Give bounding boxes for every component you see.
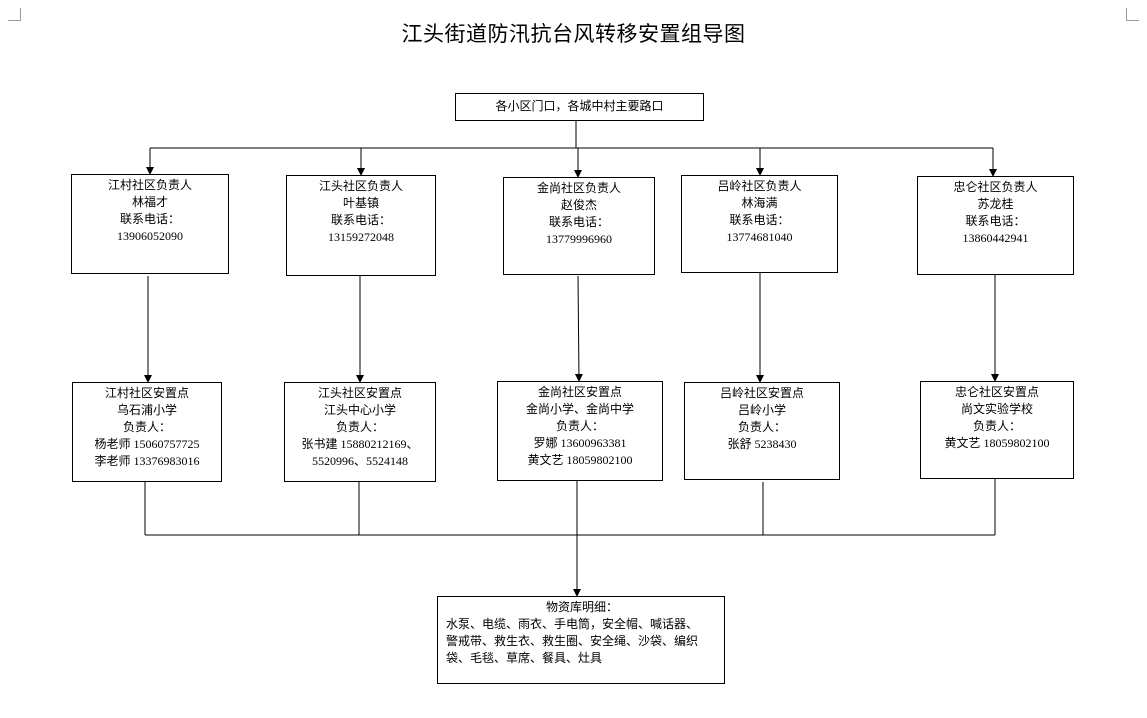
shelter-manager-label: 负责人：: [737, 420, 786, 434]
community-phone: 13906052090: [117, 229, 183, 243]
shelter-contact: 李老师 13376983016: [94, 454, 200, 468]
shelter-contact: 黄文艺 18059802100: [527, 453, 633, 467]
root-box: 各小区门口，各城中村主要路口: [455, 93, 704, 121]
shelter-title: 江村社区安置点: [104, 386, 189, 400]
community-box-lvling: 吕岭社区负责人 林海满 联系电话： 13774681040: [681, 175, 838, 273]
shelter-title: 忠仑社区安置点: [954, 385, 1039, 399]
shelter-contact: 罗娜 13600963381: [533, 436, 627, 450]
supplies-line: 警戒带、救生衣、救生圈、安全绳、沙袋、编织: [446, 634, 699, 648]
diagram-title: 江头街道防汛抗台风转移安置组导图: [401, 22, 746, 46]
community-heading: 吕岭社区负责人: [717, 179, 802, 193]
shelter-place: 金尚小学、金尚中学: [525, 402, 634, 416]
shelter-contact: 杨老师 15060757725: [94, 437, 200, 451]
community-heading: 江头社区负责人: [318, 179, 403, 193]
shelter-place: 尚文实验学校: [960, 402, 1033, 416]
community-person: 叶基镇: [342, 196, 379, 210]
community-phone: 13159272048: [328, 230, 394, 244]
community-phone: 13774681040: [726, 230, 793, 244]
community-phone: 13860442941: [962, 231, 1029, 245]
shelter-place: 吕岭小学: [737, 403, 786, 417]
shelter-title: 江头社区安置点: [317, 386, 402, 400]
community-heading: 忠仑社区负责人: [953, 180, 1038, 194]
community-heading: 金尚社区负责人: [536, 181, 621, 195]
shelter-place: 乌石浦小学: [116, 403, 177, 417]
community-box-jiangcun: 江村社区负责人 林福才 联系电话： 13906052090: [71, 174, 229, 274]
shelter-manager-label: 负责人：: [122, 420, 171, 434]
community-phone-label: 联系电话：: [119, 212, 180, 226]
community-box-jinshang: 金尚社区负责人 赵俊杰 联系电话： 13779996960: [503, 177, 655, 275]
shelter-contact: 张书建 15880212169、: [301, 437, 419, 451]
root-label: 各小区门口，各城中村主要路口: [495, 99, 664, 113]
community-heading: 江村社区负责人: [107, 178, 192, 192]
community-person: 苏龙桂: [977, 197, 1014, 211]
shelter-title: 吕岭社区安置点: [719, 386, 804, 400]
shelter-contact: 5520996、5524148: [311, 454, 408, 468]
shelter-place: 江头中心小学: [323, 403, 396, 417]
shelter-box-zhonglun: 忠仑社区安置点 尚文实验学校 负责人： 黄文艺 18059802100: [920, 381, 1074, 479]
community-phone-label: 联系电话：: [965, 214, 1026, 228]
shelter-box-jiangcun: 江村社区安置点 乌石浦小学 负责人： 杨老师 15060757725 李老师 1…: [72, 382, 222, 482]
supplies-heading: 物资库明细：: [545, 600, 618, 614]
community-box-jiangtou: 江头社区负责人 叶基镇 联系电话： 13159272048: [286, 175, 436, 276]
shelter-box-lvling: 吕岭社区安置点 吕岭小学 负责人： 张舒 5238430: [684, 382, 840, 480]
community-phone: 13779996960: [546, 232, 612, 246]
shelter-manager-label: 负责人：: [335, 420, 384, 434]
supplies-line: 水泵、电缆、雨衣、手电筒，安全帽、喊话器、: [446, 617, 699, 631]
community-phone-label: 联系电话：: [548, 215, 609, 229]
shelter-title: 金尚社区安置点: [537, 385, 622, 399]
community-person: 林海满: [741, 196, 778, 210]
community-person: 林福才: [131, 195, 168, 209]
page-corner-mark-right: [1126, 8, 1139, 21]
shelter-manager-label: 负责人：: [555, 419, 604, 433]
shelter-box-jinshang: 金尚社区安置点 金尚小学、金尚中学 负责人： 罗娜 13600963381 黄文…: [497, 381, 663, 481]
page-corner-mark-left: [8, 8, 21, 21]
shelter-box-jiangtou: 江头社区安置点 江头中心小学 负责人： 张书建 15880212169、 552…: [284, 382, 436, 482]
community-phone-label: 联系电话：: [729, 213, 790, 227]
community-person: 赵俊杰: [560, 198, 597, 212]
shelter-contact: 黄文艺 18059802100: [944, 436, 1050, 450]
supplies-box: 物资库明细： 水泵、电缆、雨衣、手电筒，安全帽、喊话器、 警戒带、救生衣、救生圈…: [437, 596, 725, 684]
shelter-contact: 张舒 5238430: [727, 437, 797, 451]
community-box-zhonglun: 忠仑社区负责人 苏龙桂 联系电话： 13860442941: [917, 176, 1074, 275]
community-phone-label: 联系电话：: [330, 213, 391, 227]
arrow-to-shelter-3: [574, 275, 583, 382]
shelter-manager-label: 负责人：: [972, 419, 1021, 433]
supplies-line: 袋、毛毯、草席、餐具、灶具: [446, 651, 603, 665]
